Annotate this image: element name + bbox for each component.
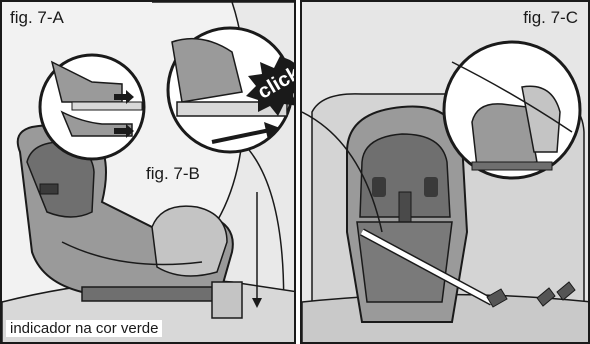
installation-illustration-right (302, 2, 590, 344)
indicator-caption: indicador na cor verde (6, 320, 162, 337)
figure-panel-left: click fig. 7-A fig. 7-B indicador na cor… (0, 0, 296, 344)
figure-label-7b: fig. 7-B (146, 164, 200, 184)
detail-circle-a (40, 55, 144, 159)
figure-label-7a: fig. 7-A (10, 8, 64, 28)
detail-circle-c (444, 42, 580, 178)
figure-label-7c: fig. 7-C (523, 8, 578, 28)
figure-panel-right: fig. 7-C (300, 0, 590, 344)
child-car-seat (18, 125, 242, 318)
